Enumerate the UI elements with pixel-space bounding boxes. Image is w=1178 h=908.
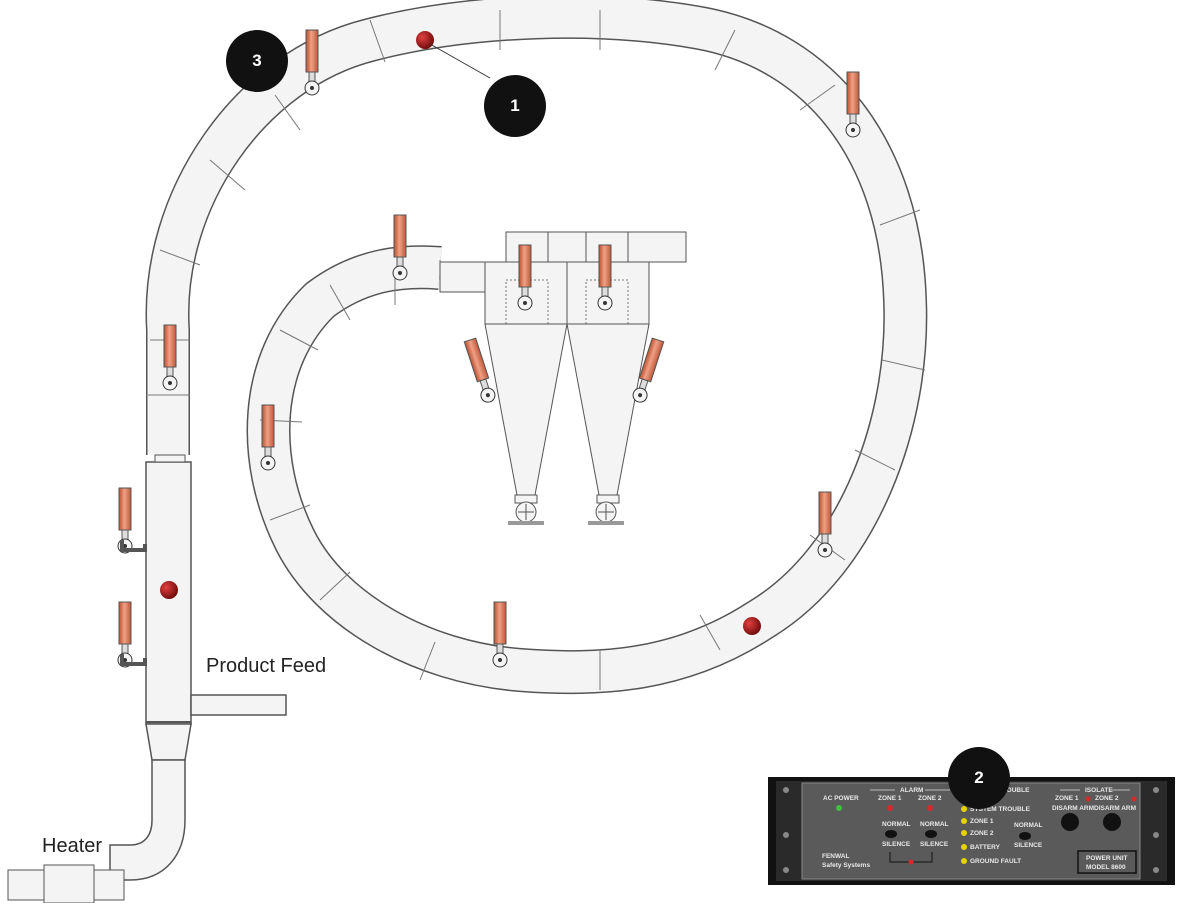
flame-detector-icon — [163, 325, 177, 390]
panel-normal-2: NORMAL — [920, 821, 949, 828]
panel-alarm-title: ALARM — [900, 787, 923, 794]
flame-detector-icon — [818, 492, 832, 557]
flame-detector-icon — [518, 245, 532, 310]
flame-detector-icon — [493, 602, 507, 667]
zone1-switch-icon[interactable] — [885, 830, 897, 838]
panel-disarm-arm-2: DISARM ARM — [1094, 805, 1136, 812]
panel-isolate-zone1: ZONE 1 — [1055, 795, 1079, 802]
panel-battery: BATTERY — [970, 844, 1001, 851]
isolate-key-1-icon[interactable] — [1061, 813, 1079, 831]
zone2-switch-icon[interactable] — [925, 830, 937, 838]
panel-silence-3: SILENCE — [1014, 842, 1043, 849]
panel-zone2: ZONE 2 — [918, 795, 942, 802]
callout-2: 2 — [948, 747, 1010, 809]
callout-1: 1 — [484, 75, 546, 137]
panel-brand-2: Safety Systems — [822, 862, 870, 869]
callout-leader — [430, 44, 490, 78]
heater-label: Heater — [42, 835, 102, 858]
panel-zone1: ZONE 1 — [878, 795, 902, 802]
panel-normal-1: NORMAL — [882, 821, 911, 828]
sensor-red-icon — [160, 581, 178, 599]
isolate-key-2-icon[interactable] — [1103, 813, 1121, 831]
flame-detector-icon — [846, 72, 860, 137]
panel-silence-1: SILENCE — [882, 841, 911, 848]
product-feed-label: Product Feed — [206, 655, 326, 678]
callout-3: 3 — [226, 30, 288, 92]
flame-detector-icon — [118, 488, 145, 553]
zone2-led-icon — [927, 805, 933, 811]
panel-model-1: POWER UNIT — [1086, 855, 1128, 862]
panel-ac-power: AC POWER — [823, 795, 859, 802]
flame-detector-icon — [598, 245, 612, 310]
panel-silence-2: SILENCE — [920, 841, 949, 848]
sensor-red-icon — [416, 31, 434, 49]
panel-disarm-arm-1: DISARM ARM — [1052, 805, 1094, 812]
heater — [8, 865, 124, 903]
ac-power-led-icon — [836, 805, 842, 811]
panel-zone1-t: ZONE 1 — [970, 818, 994, 825]
flame-detector-icon — [118, 602, 145, 667]
flame-detector-icon — [261, 405, 275, 470]
panel-isolate-zone2: ZONE 2 — [1095, 795, 1119, 802]
panel-normal-3: NORMAL — [1014, 822, 1043, 829]
flame-detector-icon — [305, 30, 319, 95]
trouble-switch-icon[interactable] — [1019, 832, 1031, 840]
panel-model-2: MODEL 8600 — [1086, 864, 1126, 871]
zone1-led-icon — [887, 805, 893, 811]
panel-zone2-t: ZONE 2 — [970, 830, 994, 837]
sensor-red-icon — [743, 617, 761, 635]
panel-isolate-title: ISOLATE — [1085, 787, 1113, 794]
panel-brand-1: FENWAL — [822, 853, 849, 860]
flame-detector-icon — [393, 215, 407, 280]
panel-ground-fault: GROUND FAULT — [970, 858, 1021, 865]
